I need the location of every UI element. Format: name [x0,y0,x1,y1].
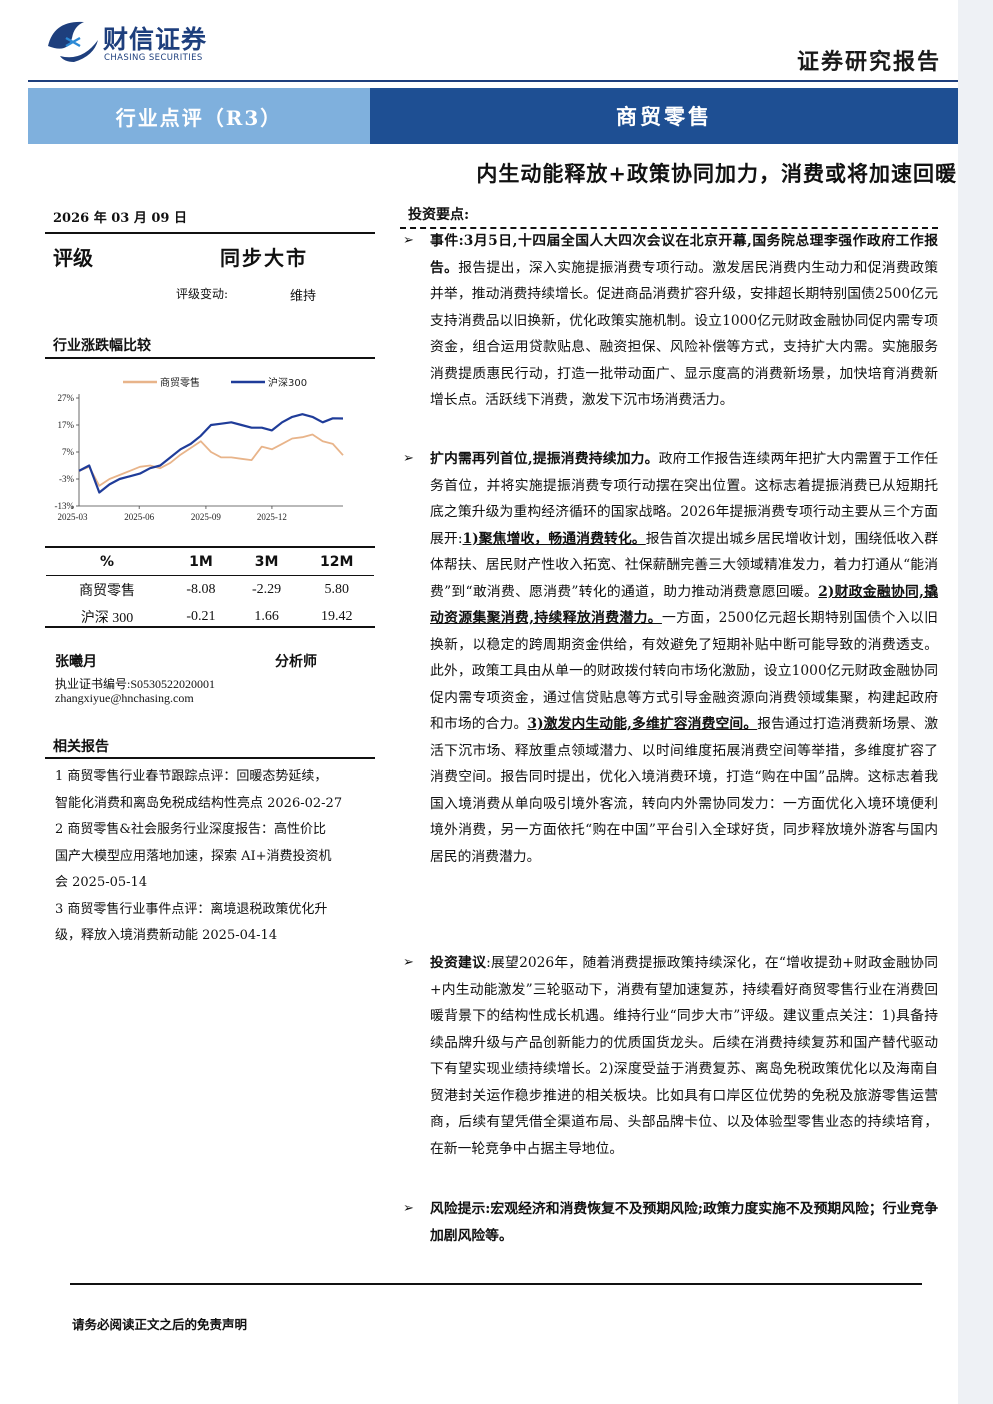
performance-line-chart: 商贸零售 沪深300 27% 17% 7% -3% -13%2025-03 2025-06 2… [55,376,344,522]
header-rule [28,80,958,82]
report-headline: 内生动能释放+政策协同加力，消费或将加速回暖 [476,161,957,186]
industry-band: 商贸零售 [370,88,958,144]
related-item[interactable]: 3 商贸零售行业事件点评：离境退税政策优化升 级，释放入境消费新动能 2025-… [55,901,328,944]
table-cell-name: 沪深 300 [80,610,134,626]
x-tick-label: 2025-06 [124,512,154,522]
analyst-email[interactable]: zhangxiyue@hnchasing.com [55,691,194,705]
bullet-risk: ➢ 风险提示:宏观经济和消费恢复不及预期风险;政策力度实施不及预期风险；行业竞争… [400,1196,938,1249]
arrow-bullet-icon: ➢ [403,1201,414,1216]
table-cell: 1.66 [254,608,279,624]
rating-change-label: 评级变动: [176,287,229,301]
invest-points-title: 投资要点: [408,207,470,223]
related-title: 相关报告 [53,739,109,755]
brand-logo [48,21,98,62]
bullet-lead: 投资建议 [430,955,487,971]
report-type: 证券研究报告 [796,49,941,75]
disclaimer-note[interactable]: 请务必阅读正文之后的免责声明 [72,1317,248,1332]
bullet-body: 报告提出，深入实施提振消费专项行动。激发居民消费内生动力和促消费政策并举，推动消… [430,259,939,409]
related-reports-list: 1 商贸零售行业春节跟踪点评：回暖态势延续， 智能化消费和离岛免税成结构性亮点 … [55,764,371,950]
table-header-cell: 12M [299,549,374,576]
y-tick-label: 17% [58,420,75,430]
bullet-lead: 风险提示:宏观经济和消费恢复不及预期风险;政策力度实施不及预期风险；行业竞争加剧… [430,1201,938,1244]
bullet-lead: 事件:3月5日,十四届全国人大四次会议在北京开幕,国务院总理李强作政府工作报告。 [430,233,938,276]
analyst-title: 分析师 [275,654,317,670]
table-cell: 5.80 [324,581,349,597]
series-line [78,433,344,487]
table-cell: -0.21 [186,608,216,624]
x-tick-label: 2025-09 [191,512,221,522]
table-top-rule [45,546,375,548]
bullet-body: 政府工作报告连续两年把扩大内需置于工作任务首位，并将实施提振消费专项行动摆在突出… [430,451,938,547]
x-tick-label: 2025-12 [257,512,287,522]
bullet-body: 报告首次提出城乡居民增收计划，围绕低收入群体帮扶、居民财产性收入拓宽、社保薪酬完… [430,530,938,600]
related-item[interactable]: 1 商贸零售行业春节跟踪点评：回暖态势延续， 智能化消费和离岛免税成结构性亮点 … [55,769,343,811]
related-item[interactable]: 2 商贸零售&社会服务行业深度报告：高性价比 国产大模型应用落地加速，探索 AI… [55,822,332,890]
analyst-cert: 执业证书编号:S0530522020001 [55,677,216,691]
footer-rule [70,1283,922,1285]
y-tick-label: 7% [62,447,75,457]
arrow-bullet-icon: ➢ [403,233,414,248]
table-header-row: % 1M 3M 12M [46,549,374,576]
bullet-body: 报告通过打造消费新场景、激活下沉市场、释放重点领域潜力、以时间维度拓展消费空间等… [430,716,938,865]
table-header-cell: 3M [233,549,300,576]
bullet-investment-advice: ➢ 投资建议:展望2026年，随着消费提振政策持续深化，在“增收提劲+财政金融协… [400,950,938,1162]
bullet-body: 一方面，2500亿元超长期特别国债个入以旧换新，以稳定的跨周期资金供给，有效避免… [430,610,938,732]
table-bottom-rule [45,626,375,628]
bullet-body: :展望2026年，随着消费提振政策持续深化，在“增收提劲+财政金融协同+内生动能… [430,955,939,1157]
table-header-cell: % [46,549,169,576]
table-cell: 19.42 [320,608,353,624]
bullet-lead: 扩内需再列首位,提振消费持续加力。 [430,451,659,467]
right-margin-band [958,0,993,1404]
brand-subtitle: CHASING SECURITIES [104,53,203,63]
subpoint-heading: 1)聚焦增收，畅通消费转化。 [462,530,646,547]
rating-label: 评级 [53,246,93,270]
performance-table: % 1M 3M 12M 商贸零售 -8.08 -2.29 5.80 沪深 300… [46,549,374,630]
table-cell: -2.29 [251,581,282,597]
subpoint-heading: 2)财政金融协同,撬动资源集聚消费,持续释放消费潜力。 [430,583,938,627]
bullet-event: ➢ 事件:3月5日,十四届全国人大四次会议在北京开幕,国务院总理李强作政府工作报… [400,228,938,414]
rating-change-value: 维持 [290,289,317,304]
table-cell-name: 商贸零售 [79,583,136,599]
analyst-name: 张曦月 [55,654,97,670]
y-tick-label: -13% [55,501,75,511]
table-cell: -8.08 [186,581,216,597]
series-line [78,413,344,494]
arrow-bullet-icon: ➢ [403,955,414,970]
y-tick-label: 27% [58,393,75,403]
date-rule [45,232,375,234]
related-rule [45,757,375,759]
table-row: 商贸零售 -8.08 -2.29 5.80 [46,576,374,604]
y-tick-label: -3% [59,474,74,484]
arrow-bullet-icon: ➢ [403,451,414,466]
rating-value: 同步大市 [220,246,308,270]
category-band: 行业点评（R3） [28,88,370,144]
table-row: 沪深 300 -0.21 1.66 19.42 [46,603,374,630]
report-date: 2026 年 03 月 09 日 [53,211,187,226]
chart-section-title: 行业涨跌幅比较 [53,338,151,354]
legend-label: 商贸零售 [160,376,200,389]
subpoint-heading: 3)激发内生动能,多维扩容消费空间。 [527,716,758,732]
brand-name: 财信证券 [103,25,208,54]
x-tick-label: 2025-03 [57,512,87,522]
invest-dashed-rule [400,227,938,229]
legend-label: 沪深300 [268,376,307,389]
bullet-domestic-demand: ➢ 扩内需再列首位,提振消费持续加力。政府工作报告连续两年把扩大内需置于工作任务… [400,446,938,870]
table-header-cell: 1M [168,549,234,576]
chart-title-rule [45,357,375,359]
